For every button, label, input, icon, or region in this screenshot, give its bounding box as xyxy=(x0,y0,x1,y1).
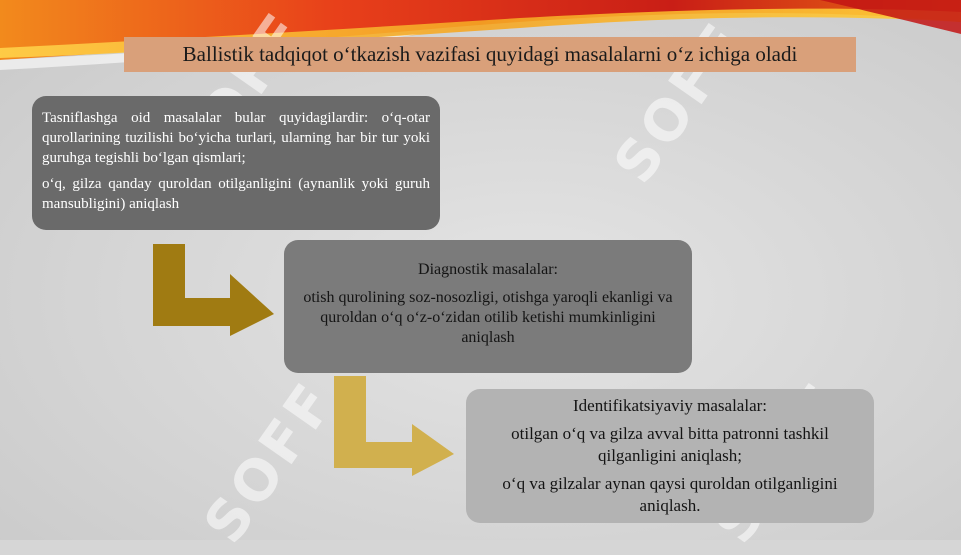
bent-arrow-1 xyxy=(153,244,274,336)
bent-arrow-2 xyxy=(334,376,454,476)
step1-paragraph-2: o‘q, gilza qanday quroldan otilganligini… xyxy=(42,176,430,212)
step-box-classification: Tasniflashga oid masalalar bular quyidag… xyxy=(32,96,440,230)
step2-body: otish qurolining soz-nosozligi, otishga … xyxy=(303,289,673,346)
step-box-diagnostic: Diagnostik masalalar: otish qurolining s… xyxy=(284,240,692,373)
slide-title: Ballistik tadqiqot o‘tkazish vazifasi qu… xyxy=(124,37,856,72)
step1-paragraph-1: Tasniflashga oid masalalar bular quyidag… xyxy=(42,110,430,166)
step3-heading: Identifikatsiyaviy masalalar: xyxy=(572,396,767,415)
step2-heading: Diagnostik masalalar: xyxy=(418,261,558,278)
step3-paragraph-2: o‘q va gilzalar aynan qaysi quroldan oti… xyxy=(502,474,838,515)
step3-paragraph-1: otilgan o‘q va gilza avval bitta patronn… xyxy=(511,424,829,465)
step-box-identification: Identifikatsiyaviy masalalar: otilgan o‘… xyxy=(466,389,874,523)
